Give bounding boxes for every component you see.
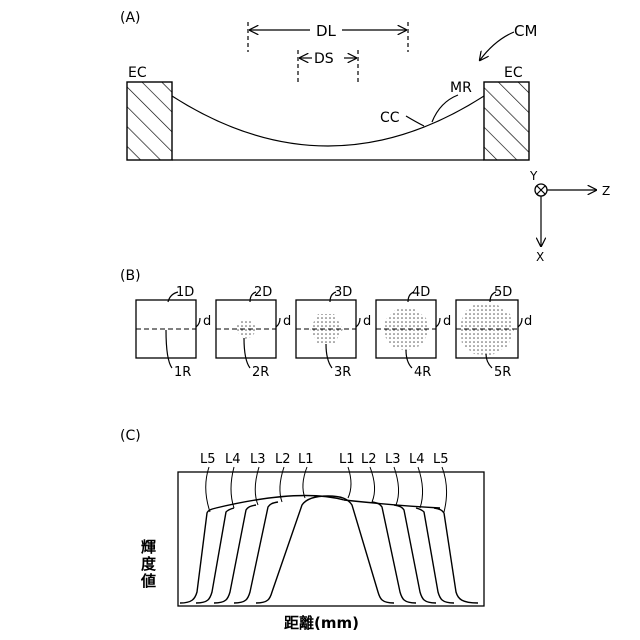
- square-3-bottom-label: 3R: [334, 365, 351, 380]
- spot-4: [384, 308, 429, 351]
- square-5-bottom-label: 5R: [494, 365, 511, 380]
- curve-right-L3: [394, 505, 436, 603]
- left-label-L3: L3: [250, 452, 266, 467]
- leader-right-L3: [394, 467, 399, 505]
- curve-right-L5: [434, 508, 478, 603]
- curve-left-L3: [214, 505, 256, 603]
- square-3-bottom-leader: [326, 344, 332, 368]
- end-cap-left: [127, 82, 172, 160]
- right-label-L1: L1: [339, 452, 355, 467]
- curve-left-L5: [180, 508, 216, 603]
- square-5-top-label: 5D: [494, 285, 512, 300]
- square-4-bottom-leader: [406, 350, 412, 368]
- mr-label: MR: [450, 80, 472, 96]
- curve-right-L2: [372, 502, 416, 603]
- square-3-d-label: d: [363, 314, 371, 329]
- dl-label: DL: [316, 22, 337, 40]
- leader-left-L5: [206, 467, 210, 512]
- left-label-L5: L5: [200, 452, 216, 467]
- end-cap-right: [484, 82, 529, 160]
- panel-c-label: (C): [120, 428, 141, 444]
- square-5-bottom-leader: [486, 354, 492, 368]
- curve-right-L4: [416, 508, 454, 603]
- square-5-d-label: d: [524, 314, 532, 329]
- square-3-top-label: 3D: [334, 285, 352, 300]
- ds-label: DS: [314, 51, 334, 67]
- square-1-bottom-label: 1R: [174, 365, 191, 380]
- cc-label: CC: [380, 110, 400, 126]
- curve-top-right: [344, 500, 440, 508]
- spot-square-3: 3D 3R d: [296, 285, 371, 380]
- curve-right-L1: [328, 496, 394, 603]
- leader-right-L4: [418, 467, 423, 508]
- curve-left-L2: [234, 502, 278, 603]
- right-label-L5: L5: [433, 452, 449, 467]
- panel-c: (C) L5 L4 L3 L2 L1 L1 L2 L3 L4 L5: [120, 428, 484, 632]
- left-label-L4: L4: [225, 452, 241, 467]
- square-4-top-label: 4D: [412, 285, 430, 300]
- ec-left-label: EC: [128, 65, 147, 81]
- cm-label: CM: [514, 22, 537, 40]
- panel-b-label: (B): [120, 268, 141, 284]
- spot-square-5: 5D 5R d: [456, 285, 532, 380]
- left-label-L1: L1: [298, 452, 314, 467]
- concave-surface: [172, 96, 484, 146]
- plot-frame: [178, 472, 484, 606]
- cm-arrow: [480, 32, 514, 60]
- panel-a-label: (A): [120, 10, 141, 26]
- square-1-bottom-leader: [166, 330, 172, 368]
- right-label-L2: L2: [361, 452, 377, 467]
- cc-leader: [406, 116, 424, 126]
- spot-square-2: 2D 2R d: [216, 285, 291, 380]
- square-2-top-label: 2D: [254, 285, 272, 300]
- spot-2: [236, 319, 257, 339]
- spot-square-4: 4D 4R d: [376, 285, 451, 380]
- panel-a: (A) DL DS CM EC EC MR CC: [120, 10, 610, 264]
- curve-top: [216, 496, 344, 509]
- square-4-bottom-label: 4R: [414, 365, 431, 380]
- z-axis-label: Z: [602, 184, 610, 198]
- coordinate-axes: Y Z X: [529, 169, 610, 264]
- panel-b: (B) 1D 1R d 2D 2R d: [120, 268, 532, 380]
- square-2-d-label: d: [283, 314, 291, 329]
- square-1-top-label: 1D: [176, 285, 194, 300]
- y-axis-label: Y: [529, 169, 538, 183]
- label-leaders: [206, 467, 447, 512]
- y-axis-title: 輝度値: [139, 539, 157, 590]
- square-2-bottom-label: 2R: [252, 365, 269, 380]
- leader-left-L4: [231, 467, 234, 508]
- leader-right-L5: [442, 467, 447, 512]
- x-axis-label: X: [536, 250, 544, 264]
- square-2-bottom-leader: [244, 338, 250, 368]
- ec-right-label: EC: [504, 65, 523, 81]
- square-4-d-label: d: [443, 314, 451, 329]
- right-label-L3: L3: [385, 452, 401, 467]
- spot-square-1: 1D 1R d: [136, 285, 211, 380]
- luminance-curves: [180, 496, 478, 604]
- x-axis-title: 距離(mm): [284, 614, 359, 632]
- square-1-d-label: d: [203, 314, 211, 329]
- left-label-L2: L2: [275, 452, 291, 467]
- right-label-L4: L4: [409, 452, 425, 467]
